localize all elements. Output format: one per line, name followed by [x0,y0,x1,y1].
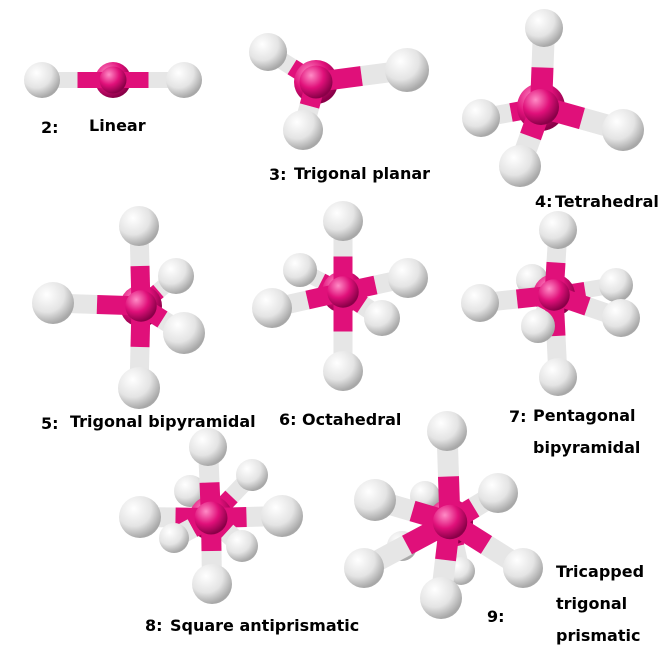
ligand-atom [283,253,317,287]
ligand-atom [261,495,303,537]
ligand-atom [385,48,429,92]
label-5-number: 5: [41,414,59,433]
ligand-atom [478,473,518,513]
molecule-trigonal-bipyramidal [32,206,205,409]
central-atom-core [299,65,333,99]
ligand-atom [521,309,555,343]
molecule-linear [24,62,202,98]
ligand-atom [174,475,206,507]
ligand-atom [118,367,160,409]
ligand-atom [226,530,258,562]
molecule-tricapped-trigonal-prismatic [344,411,543,619]
label-9-number: 9: [487,607,505,626]
ligand-atom [252,288,292,328]
label-6-number: 6: [279,410,297,429]
ligand-atom [539,211,577,249]
ligand-atom [503,548,543,588]
label-3-name: Trigonal planar [294,164,431,183]
ligand-atom [602,299,640,337]
ligand-atom [158,258,194,294]
ligand-atom [420,577,462,619]
central-atom-core [194,501,228,535]
central-atom-core [538,279,570,311]
molecule-square-antiprismatic [119,428,303,604]
ligand-atom [159,523,189,553]
ligand-atom [427,411,467,451]
ligand-atom [388,258,428,298]
central-atom-core [125,290,157,322]
label-9-name-line2: trigonal [556,594,628,613]
ligand-atom [119,206,159,246]
central-atom-core [99,66,127,94]
ligand-atom [166,62,202,98]
ligand-atom [192,564,232,604]
ligand-atom [525,9,563,47]
ligand-atom [462,99,500,137]
molecule-pentagonal-bipyramidal [461,211,640,396]
ligand-atom [499,145,541,187]
central-atom-core [523,89,559,125]
ligand-atom [24,62,60,98]
ligand-atom [364,300,400,336]
label-9-name-line1: Tricapped [556,562,645,581]
label-2-name: Linear [89,116,146,135]
ligand-atom [323,201,363,241]
molecule-trigonal-planar [249,33,429,150]
central-atom-core [432,504,468,540]
label-3-number: 3: [269,165,287,184]
ligand-atom [599,268,633,302]
ligand-atom [32,282,74,324]
label-5-name: Trigonal bipyramidal [70,412,256,431]
label-6-name: Octahedral [302,410,402,429]
ligand-atom [283,110,323,150]
molecule-octahedral [252,201,428,391]
ligand-atom [354,479,396,521]
label-2-number: 2: [41,118,59,137]
ligand-atom [461,284,499,322]
ligand-atom [344,548,384,588]
label-4-name: Tetrahedral [555,192,658,211]
ligand-atom [119,496,161,538]
ligand-atom [539,358,577,396]
ligand-atom [189,428,227,466]
ligand-atom [236,459,268,491]
label-7-number: 7: [509,407,527,426]
label-9-name-line3: prismatic [556,626,641,645]
ligand-atom [163,312,205,354]
label-7-name-line1: Pentagonal [533,406,636,425]
label-8-number: 8: [145,616,163,635]
molecule-tetrahedral [462,9,644,187]
ligand-atom [602,109,644,151]
ligand-atom [249,33,287,71]
label-8-name: Square antiprismatic [170,616,360,635]
label-4-number: 4: [535,192,553,211]
ligand-atom [323,351,363,391]
central-atom-core [327,276,359,308]
label-7-name-line2: bipyramidal [533,438,641,457]
